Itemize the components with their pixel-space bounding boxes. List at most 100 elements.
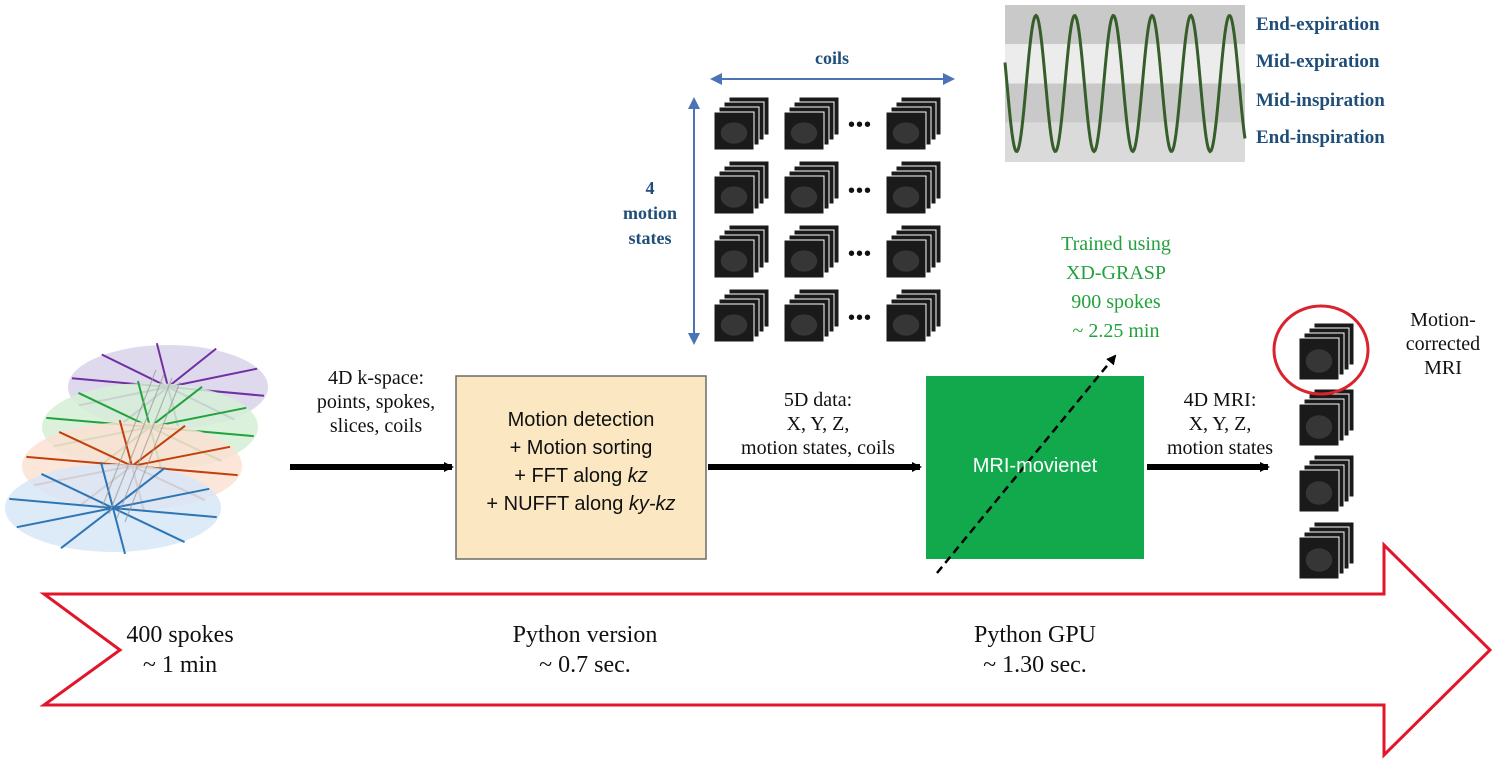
data5d-line-2: X, Y, Z, bbox=[786, 413, 850, 435]
data5d-line-1: 5D data: bbox=[783, 389, 853, 411]
kspace-link bbox=[124, 381, 181, 523]
process-line-4-italic: ky-kz bbox=[628, 493, 676, 515]
resp-band bbox=[1005, 122, 1245, 162]
coils-label: coils bbox=[815, 48, 849, 68]
motion-label-line-3: states bbox=[628, 228, 672, 248]
anatomy-shape bbox=[892, 186, 920, 208]
resp-state-3: Mid-inspiration bbox=[1256, 90, 1385, 111]
resp-waveform bbox=[1003, 13, 1247, 154]
process-box-text: Motion detection + Motion sorting + FFT … bbox=[456, 406, 706, 518]
anatomy-shape bbox=[720, 314, 748, 336]
process-line-2: + Motion sorting bbox=[509, 437, 653, 459]
anatomy-shape bbox=[790, 250, 818, 272]
stage-3-title: Python GPU bbox=[973, 622, 1097, 648]
output-line-3: MRI bbox=[1424, 357, 1462, 379]
anatomy-shape bbox=[790, 314, 818, 336]
output-image bbox=[1298, 454, 1355, 513]
process-line-3-text: + FFT along bbox=[514, 465, 628, 487]
training-line-2: XD-GRASP bbox=[1065, 262, 1167, 284]
coil-ellipsis-1: ••• bbox=[848, 114, 873, 136]
motion-states-label: 4 motion states bbox=[612, 176, 688, 251]
anatomy-shape bbox=[892, 314, 920, 336]
coil-ellipsis-3: ••• bbox=[848, 243, 873, 265]
kspace-link bbox=[100, 369, 157, 511]
mri4d-line-1: 4D MRI: bbox=[1183, 389, 1257, 411]
output-image-stack bbox=[1298, 322, 1355, 580]
stage-2-title: Python version bbox=[512, 622, 658, 648]
coil-image-stack bbox=[783, 288, 840, 343]
anatomy-shape bbox=[1305, 548, 1333, 572]
training-text: Trained using XD-GRASP 900 spokes ~ 2.25… bbox=[1016, 230, 1216, 346]
process-line-4-text: + NUFFT along bbox=[486, 493, 629, 515]
process-line-3-italic: kz bbox=[627, 465, 648, 487]
motion-label-line-1: 4 bbox=[645, 178, 655, 198]
timeline-stage-1: 400 spokes ~ 1 min bbox=[90, 620, 270, 680]
coil-image-stack bbox=[885, 288, 942, 343]
coil-image-stack bbox=[713, 160, 770, 215]
mri4d-line-2: X, Y, Z, bbox=[1188, 413, 1252, 435]
process-line-1: Motion detection bbox=[507, 409, 655, 431]
stage-3-value: ~ 1.30 sec. bbox=[983, 652, 1087, 678]
training-line-4: ~ 2.25 min bbox=[1072, 320, 1160, 342]
process-line-3: + FFT along kz bbox=[456, 462, 706, 490]
kspace-label: 4D k-space: points, spokes, slices, coil… bbox=[316, 367, 436, 437]
timeline-stage-3: Python GPU ~ 1.30 sec. bbox=[930, 620, 1140, 680]
coil-ellipsis-2: ••• bbox=[848, 180, 873, 202]
stage-1-title: 400 spokes bbox=[126, 622, 234, 648]
coil-image-stack bbox=[783, 224, 840, 279]
stage-2-value: ~ 0.7 sec. bbox=[539, 652, 631, 678]
resp-state-2: Mid-expiration bbox=[1256, 51, 1380, 72]
training-line-1: Trained using bbox=[1061, 233, 1171, 255]
anatomy-shape bbox=[892, 250, 920, 272]
process-box bbox=[455, 375, 707, 560]
coil-image-stack bbox=[783, 160, 840, 215]
data5d-label: 5D data: X, Y, Z, motion states, coils bbox=[700, 388, 936, 460]
coil-image-stack bbox=[885, 224, 942, 279]
resp-band bbox=[1005, 5, 1245, 45]
anatomy-shape bbox=[790, 122, 818, 144]
output-image bbox=[1298, 521, 1355, 580]
anatomy-shape bbox=[790, 186, 818, 208]
coil-image-stack bbox=[713, 224, 770, 279]
coil-image-stack bbox=[713, 288, 770, 343]
output-image bbox=[1298, 322, 1355, 381]
anatomy-shape bbox=[720, 122, 748, 144]
respiratory-signal-panel bbox=[1003, 5, 1247, 162]
resp-state-4: End-inspiration bbox=[1256, 127, 1385, 148]
output-highlight-circle bbox=[1272, 304, 1370, 396]
motion-label-line-2: motion bbox=[623, 203, 677, 223]
anatomy-shape bbox=[720, 250, 748, 272]
coil-image-stack bbox=[783, 96, 840, 151]
coil-image-stack bbox=[713, 96, 770, 151]
mri4d-line-3: motion states bbox=[1166, 437, 1274, 459]
anatomy-shape bbox=[1305, 415, 1333, 439]
kspace-link bbox=[108, 373, 165, 515]
output-line-1: Motion- bbox=[1410, 309, 1476, 331]
coil-image-stack bbox=[885, 96, 942, 151]
anatomy-shape bbox=[892, 122, 920, 144]
kspace-spoke bbox=[16, 487, 210, 529]
image-slice bbox=[885, 175, 927, 215]
coil-image-stack bbox=[885, 160, 942, 215]
timeline-stage-2: Python version ~ 0.7 sec. bbox=[470, 620, 700, 680]
training-arrow bbox=[936, 354, 1117, 574]
anatomy-shape bbox=[720, 186, 748, 208]
resp-state-1: End-expiration bbox=[1256, 14, 1380, 35]
output-image bbox=[1298, 388, 1355, 447]
stage-1-value: ~ 1 min bbox=[142, 652, 218, 678]
coil-image-grid bbox=[713, 96, 942, 343]
coil-ellipsis-4: ••• bbox=[848, 307, 873, 329]
data5d-line-3: motion states, coils bbox=[741, 437, 895, 459]
anatomy-shape bbox=[1305, 481, 1333, 505]
output-line-2: corrected bbox=[1405, 333, 1481, 355]
mri4d-label: 4D MRI: X, Y, Z, motion states bbox=[1140, 388, 1300, 460]
anatomy-shape bbox=[1305, 349, 1333, 373]
process-line-4: + NUFFT along ky-kz bbox=[456, 490, 706, 518]
training-line-3: 900 spokes bbox=[1071, 291, 1161, 313]
network-box bbox=[926, 376, 1144, 559]
timeline-arrow bbox=[39, 541, 1493, 759]
network-name: MRI-movienet bbox=[972, 455, 1098, 477]
kspace-link bbox=[116, 377, 173, 519]
kspace-illustration bbox=[5, 342, 268, 555]
